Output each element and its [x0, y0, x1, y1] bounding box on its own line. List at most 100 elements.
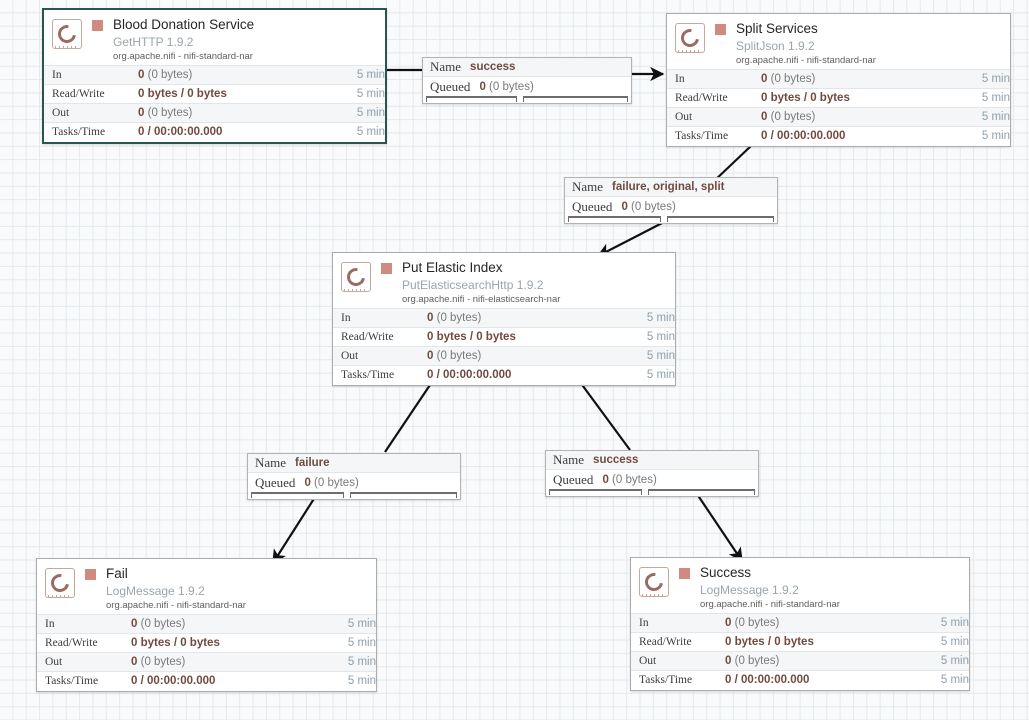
stat-label: Tasks/Time	[631, 670, 717, 690]
stat-row-read-write: Read/Write 0 bytes / 0 bytes 5 min	[631, 632, 969, 652]
stat-value: 0 / 00:00:00.000	[753, 126, 952, 146]
processor-fail[interactable]: Fail LogMessage 1.9.2 org.apache.nifi - …	[36, 558, 377, 692]
stat-row-read-write: Read/Write 0 bytes / 0 bytes 5 min	[667, 88, 1010, 108]
connection-name-value: failure, original, split	[612, 181, 725, 193]
stat-value: 0 (0 bytes)	[753, 107, 952, 127]
processor-stats-table: In 0 (0 bytes) 5 min Read/Write 0 bytes …	[667, 69, 1010, 146]
connection-name-row: Name success	[423, 58, 631, 77]
stat-value: 0 bytes / 0 bytes	[130, 84, 327, 104]
processor-bundle: org.apache.nifi - nifi-standard-nar	[113, 50, 253, 62]
stat-row-in: In 0 (0 bytes) 5 min	[631, 613, 969, 633]
processor-name: Fail	[106, 566, 128, 581]
connection-gauges	[248, 492, 460, 499]
processor-header: Blood Donation Service GetHTTP 1.9.2 org…	[44, 10, 385, 65]
queued-size-gauge	[349, 492, 457, 498]
processor-put-elastic-index[interactable]: Put Elastic Index PutElasticsearchHttp 1…	[332, 252, 676, 386]
connection-name-label: Name	[255, 455, 287, 470]
processor-type: LogMessage 1.9.2	[700, 583, 799, 598]
queued-size-gauge	[647, 489, 755, 495]
stat-label: Out	[333, 346, 419, 366]
connection-queued-label: Queued	[430, 78, 471, 94]
processor-type: SplitJson 1.9.2	[736, 39, 815, 54]
processor-stats-table: In 0 (0 bytes) 5 min Read/Write 0 bytes …	[631, 613, 969, 690]
processor-stats-table: In 0 (0 bytes) 5 min Read/Write 0 bytes …	[44, 65, 385, 142]
processor-icon	[45, 568, 75, 598]
stat-label: Out	[37, 652, 123, 672]
processor-bundle: org.apache.nifi - nifi-elasticsearch-nar	[402, 293, 561, 305]
stat-value: 0 bytes / 0 bytes	[419, 327, 617, 347]
stat-row-out: Out 0 (0 bytes) 5 min	[631, 651, 969, 671]
edge-pei-to-success2-label	[579, 381, 631, 451]
connection-queued-row: Queued 0 (0 bytes)	[546, 470, 758, 489]
processor-type: GetHTTP 1.9.2	[113, 35, 194, 50]
processor-name: Put Elastic Index	[402, 260, 503, 275]
connection-queued-value: 0 (0 bytes)	[304, 476, 359, 489]
stat-row-in: In 0 (0 bytes) 5 min	[37, 614, 376, 634]
connection-failure-original-split[interactable]: Name failure, original, split Queued 0 (…	[564, 177, 778, 224]
stat-value: 0 / 00:00:00.000	[123, 671, 318, 691]
stat-row-read-write: Read/Write 0 bytes / 0 bytes 5 min	[37, 633, 376, 653]
stat-time: 5 min	[327, 84, 385, 104]
stat-label: In	[37, 614, 123, 634]
stat-value: 0 (0 bytes)	[123, 652, 318, 672]
stat-row-read-write: Read/Write 0 bytes / 0 bytes 5 min	[333, 327, 675, 347]
stat-label: Tasks/Time	[44, 122, 130, 142]
connection-name-row: Name failure, original, split	[565, 178, 777, 197]
stat-value: 0 (0 bytes)	[419, 308, 617, 328]
connection-failure[interactable]: Name failure Queued 0 (0 bytes)	[247, 453, 461, 500]
stat-value: 0 (0 bytes)	[717, 613, 911, 633]
edge-fos-label-to-pei	[596, 219, 669, 257]
connection-queued-row: Queued 0 (0 bytes)	[565, 197, 777, 216]
connection-name-row: Name failure	[248, 454, 460, 473]
processor-header: Success LogMessage 1.9.2 org.apache.nifi…	[631, 558, 969, 613]
stat-label: Tasks/Time	[333, 365, 419, 385]
stat-value: 0 (0 bytes)	[753, 69, 952, 89]
stat-row-out: Out 0 (0 bytes) 5 min	[37, 652, 376, 672]
stat-time: 5 min	[911, 651, 969, 671]
processor-type: LogMessage 1.9.2	[106, 584, 205, 599]
stat-time: 5 min	[318, 633, 376, 653]
processor-stats-table: In 0 (0 bytes) 5 min Read/Write 0 bytes …	[37, 614, 376, 691]
connection-name-label: Name	[430, 59, 462, 74]
stat-time: 5 min	[327, 103, 385, 123]
processor-blood-donation-service[interactable]: Blood Donation Service GetHTTP 1.9.2 org…	[42, 8, 387, 144]
processor-header: Put Elastic Index PutElasticsearchHttp 1…	[333, 253, 675, 308]
stat-label: Out	[631, 651, 717, 671]
stat-time: 5 min	[952, 69, 1010, 89]
connection-queued-label: Queued	[255, 474, 296, 490]
stat-label: In	[631, 613, 717, 633]
processor-header: Fail LogMessage 1.9.2 org.apache.nifi - …	[37, 559, 376, 614]
connection-name-value: success	[470, 61, 516, 73]
connection-success-2[interactable]: Name success Queued 0 (0 bytes)	[545, 450, 759, 497]
connection-success-1[interactable]: Name success Queued 0 (0 bytes)	[422, 57, 632, 104]
processor-name: Split Services	[736, 21, 818, 36]
stat-label: Read/Write	[37, 633, 123, 653]
processor-icon	[675, 23, 705, 53]
connection-gauges	[546, 489, 758, 496]
stat-time: 5 min	[911, 632, 969, 652]
queued-count-gauge	[549, 489, 642, 495]
processor-icon	[639, 567, 669, 597]
stat-time: 5 min	[327, 122, 385, 142]
stat-row-out: Out 0 (0 bytes) 5 min	[667, 107, 1010, 127]
stat-time: 5 min	[318, 614, 376, 634]
stat-label: Read/Write	[44, 84, 130, 104]
stat-row-tasks-time: Tasks/Time 0 / 00:00:00.000 5 min	[44, 122, 385, 142]
stat-time: 5 min	[617, 327, 675, 347]
edge-pei-to-failure-label	[384, 381, 433, 453]
connection-name-row: Name success	[546, 451, 758, 470]
processor-name: Success	[700, 565, 752, 580]
processor-stats-table: In 0 (0 bytes) 5 min Read/Write 0 bytes …	[333, 308, 675, 385]
queued-count-gauge	[426, 96, 517, 102]
processor-split-services[interactable]: Split Services SplitJson 1.9.2 org.apach…	[666, 13, 1011, 147]
stat-value: 0 / 00:00:00.000	[419, 365, 617, 385]
stat-row-out: Out 0 (0 bytes) 5 min	[333, 346, 675, 366]
stat-label: Read/Write	[333, 327, 419, 347]
processor-success[interactable]: Success LogMessage 1.9.2 org.apache.nifi…	[630, 557, 970, 691]
status-stopped-icon	[85, 568, 96, 580]
status-stopped-icon	[92, 19, 103, 31]
connection-name-value: success	[593, 454, 639, 466]
stat-row-in: In 0 (0 bytes) 5 min	[667, 69, 1010, 89]
stat-value: 0 / 00:00:00.000	[130, 122, 327, 142]
